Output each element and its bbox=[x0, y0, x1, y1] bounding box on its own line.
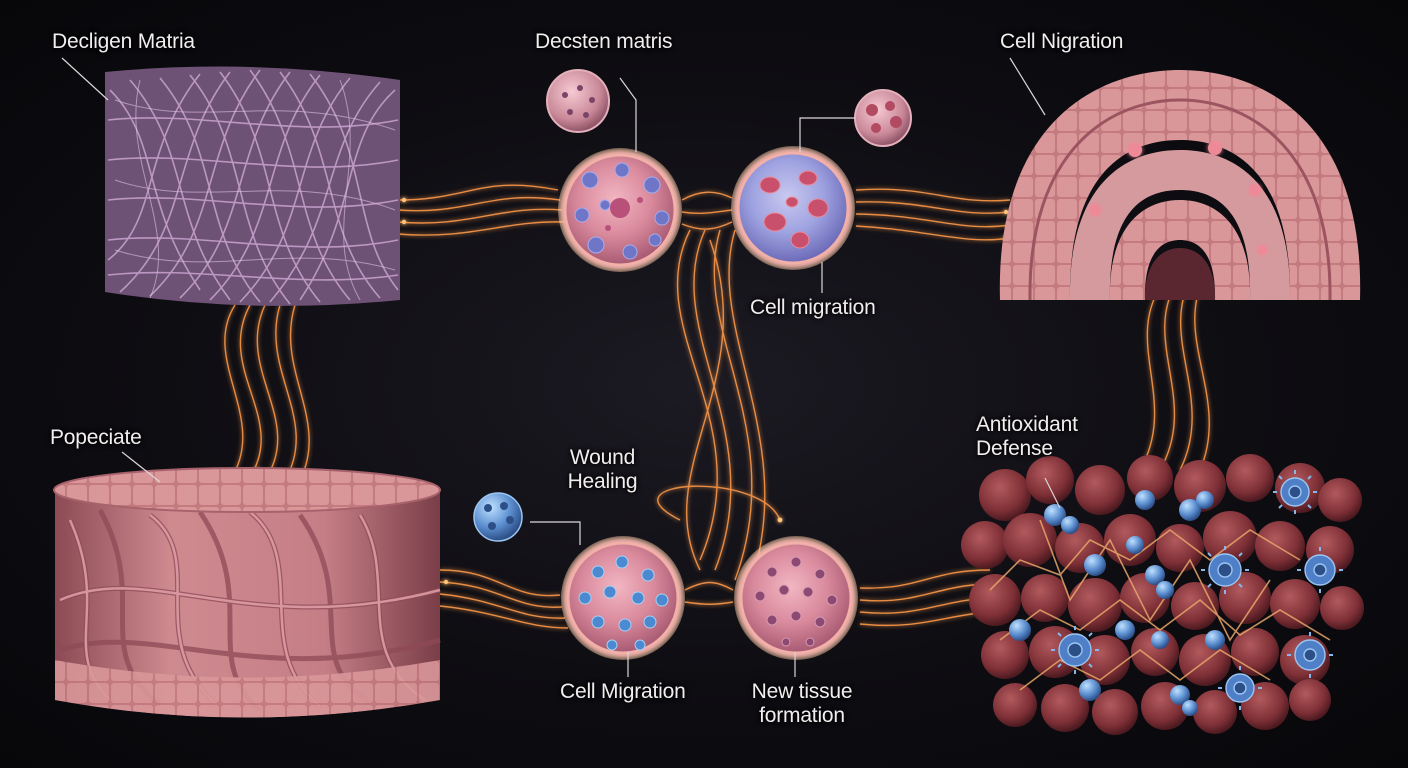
inset-molecule bbox=[473, 492, 523, 542]
label-new-tissue-formation: New tissue formation bbox=[751, 680, 853, 727]
label-cell-migration-top: Cell migration bbox=[750, 296, 876, 319]
label-popeciate: Popeciate bbox=[50, 426, 142, 449]
label-decligen-matria: Decligen Matria bbox=[52, 30, 195, 53]
tissue-cylinder bbox=[53, 467, 441, 718]
collagen-matrix-block bbox=[105, 66, 400, 306]
cell-top-left bbox=[558, 148, 682, 272]
enzyme-spikes bbox=[1051, 470, 1343, 710]
label-cell-nigration: Cell Nigration bbox=[1000, 30, 1124, 53]
label-wound-healing: Wound Healing bbox=[567, 446, 638, 493]
antioxidant-beads bbox=[1009, 490, 1225, 716]
antioxidant-cluster bbox=[961, 454, 1364, 735]
inset-cell-top-right bbox=[854, 89, 912, 147]
cell-top-right bbox=[731, 146, 855, 270]
tissue-arch bbox=[999, 70, 1361, 301]
label-decsten-matris: Decsten matris bbox=[535, 30, 673, 53]
label-antioxidant-defense: Antioxidant Defense bbox=[976, 413, 1078, 460]
inset-cell-top-left bbox=[546, 69, 610, 133]
cell-bottom-left bbox=[561, 536, 685, 660]
label-cell-migration-bottom: Cell Migration bbox=[560, 680, 686, 703]
connection-fibers bbox=[224, 184, 1210, 629]
antioxidant-enzymes bbox=[1058, 477, 1336, 703]
cell-bottom-right bbox=[734, 536, 858, 660]
leader-lines bbox=[61, 57, 1061, 677]
